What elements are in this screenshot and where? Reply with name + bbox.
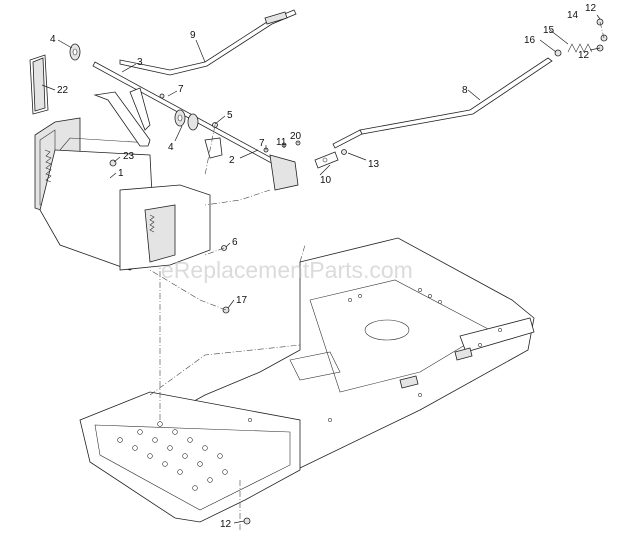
callout-12: 12	[585, 3, 597, 14]
callout-9: 9	[190, 30, 196, 41]
callout-8: 8	[462, 85, 468, 96]
callout-10: 10	[320, 175, 332, 186]
chassis-frame	[79, 237, 535, 530]
callout-6: 6	[232, 237, 238, 248]
callout-15: 15	[543, 25, 555, 36]
callout-2: 2	[229, 155, 235, 166]
watermark-text: eReplacementParts.com	[161, 257, 413, 283]
mounting-bracket-assembly	[29, 54, 211, 271]
callout-1: 1	[118, 168, 124, 179]
callout-13: 13	[368, 159, 380, 170]
callout-22: 22	[57, 85, 69, 96]
callout-4: 4	[50, 34, 56, 45]
control-shaft-assembly	[69, 9, 608, 525]
callout-4: 4	[168, 142, 174, 153]
callout-20: 20	[290, 131, 302, 142]
callout-12: 12	[578, 50, 590, 61]
callout-16: 16	[524, 35, 536, 46]
callout-3: 3	[137, 57, 143, 68]
callout-5: 5	[227, 110, 233, 121]
callout-11: 11	[276, 137, 287, 148]
callout-23: 23	[123, 151, 135, 162]
callouts: 4 9 3 22 7 5 4 7 11 20 2 23 1 10 13 8 16…	[50, 3, 597, 530]
callout-7: 7	[178, 84, 184, 95]
leader-lines	[41, 14, 601, 524]
callout-17: 17	[236, 295, 248, 306]
callout-7: 7	[259, 138, 265, 149]
callout-12: 12	[220, 519, 232, 530]
callout-14: 14	[567, 10, 579, 21]
